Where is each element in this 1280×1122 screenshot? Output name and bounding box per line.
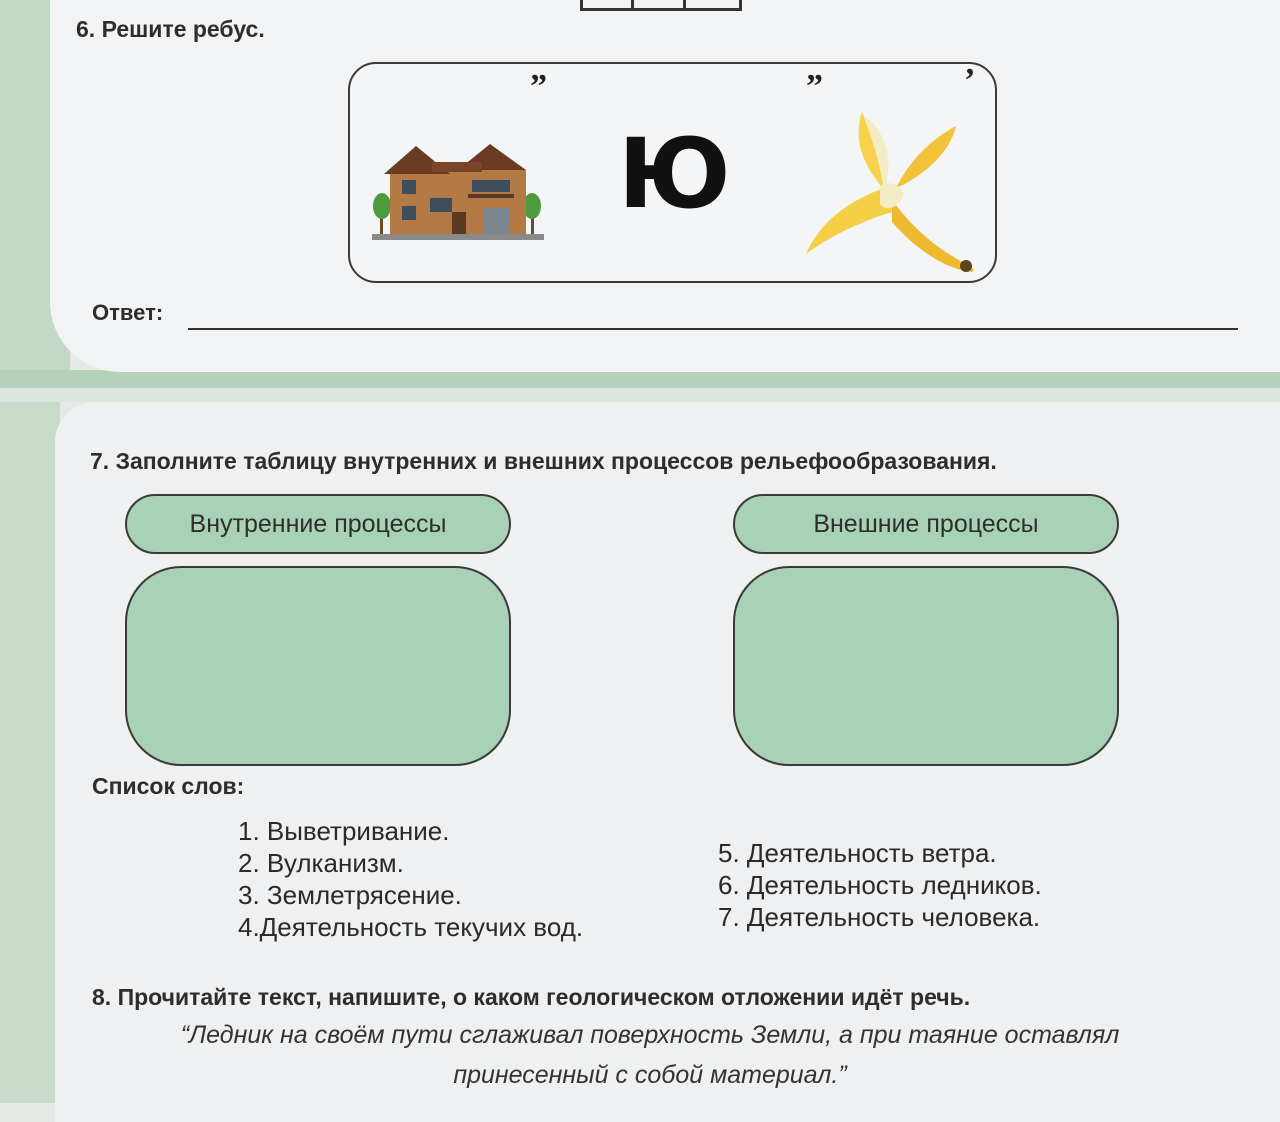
rebus-apostrophe: ’: [964, 62, 976, 99]
house-icon: [372, 144, 544, 240]
word-list-title: Список слов:: [92, 773, 245, 799]
answer-line[interactable]: [188, 328, 1238, 330]
answer-cells-stub: [580, 0, 742, 11]
card-frame-left-lower: [0, 402, 60, 1103]
word-list-right: 5. Деятельность ветра. 6. Деятельность л…: [718, 837, 1042, 933]
task6-title: 6. Решите ребус.: [76, 16, 265, 42]
rebus-letter: Ю: [618, 118, 731, 230]
answer-label: Ответ:: [92, 300, 164, 325]
banana-icon: [806, 112, 974, 272]
list-item: 3. Землетрясение.: [238, 880, 462, 910]
rebus-comma-left: ”: [530, 68, 547, 105]
list-item: 4.Деятельность текучих вод.: [238, 912, 584, 942]
card-divider: [0, 388, 1280, 402]
internal-processes-label: Внутренние процессы: [189, 509, 447, 538]
card-frame-bottom: [0, 370, 1280, 388]
rebus-comma-right: ”: [806, 68, 823, 105]
external-processes-box[interactable]: [733, 566, 1119, 766]
list-item: 5. Деятельность ветра.: [718, 838, 997, 868]
list-item: 7. Деятельность человека.: [718, 902, 1041, 932]
task8-quote-line1: “Ледник на своём пути сглаживал поверхно…: [180, 1021, 1120, 1049]
external-processes-label: Внешние процессы: [813, 509, 1039, 538]
list-item: 6. Деятельность ледников.: [718, 870, 1042, 900]
internal-processes-box[interactable]: [125, 566, 511, 766]
task8-title: 8. Прочитайте текст, напишите, о каком г…: [92, 984, 971, 1010]
external-processes-header: Внешние процессы: [733, 494, 1119, 554]
list-item: 2. Вулканизм.: [238, 848, 404, 878]
task7-title: 7. Заполните таблицу внутренних и внешни…: [90, 448, 997, 474]
task8-quote-line2: принесенный с собой материал.”: [453, 1061, 847, 1089]
word-list-left: 1. Выветривание. 2. Вулканизм. 3. Землет…: [238, 815, 583, 943]
internal-processes-header: Внутренние процессы: [125, 494, 511, 554]
list-item: 1. Выветривание.: [238, 816, 450, 846]
